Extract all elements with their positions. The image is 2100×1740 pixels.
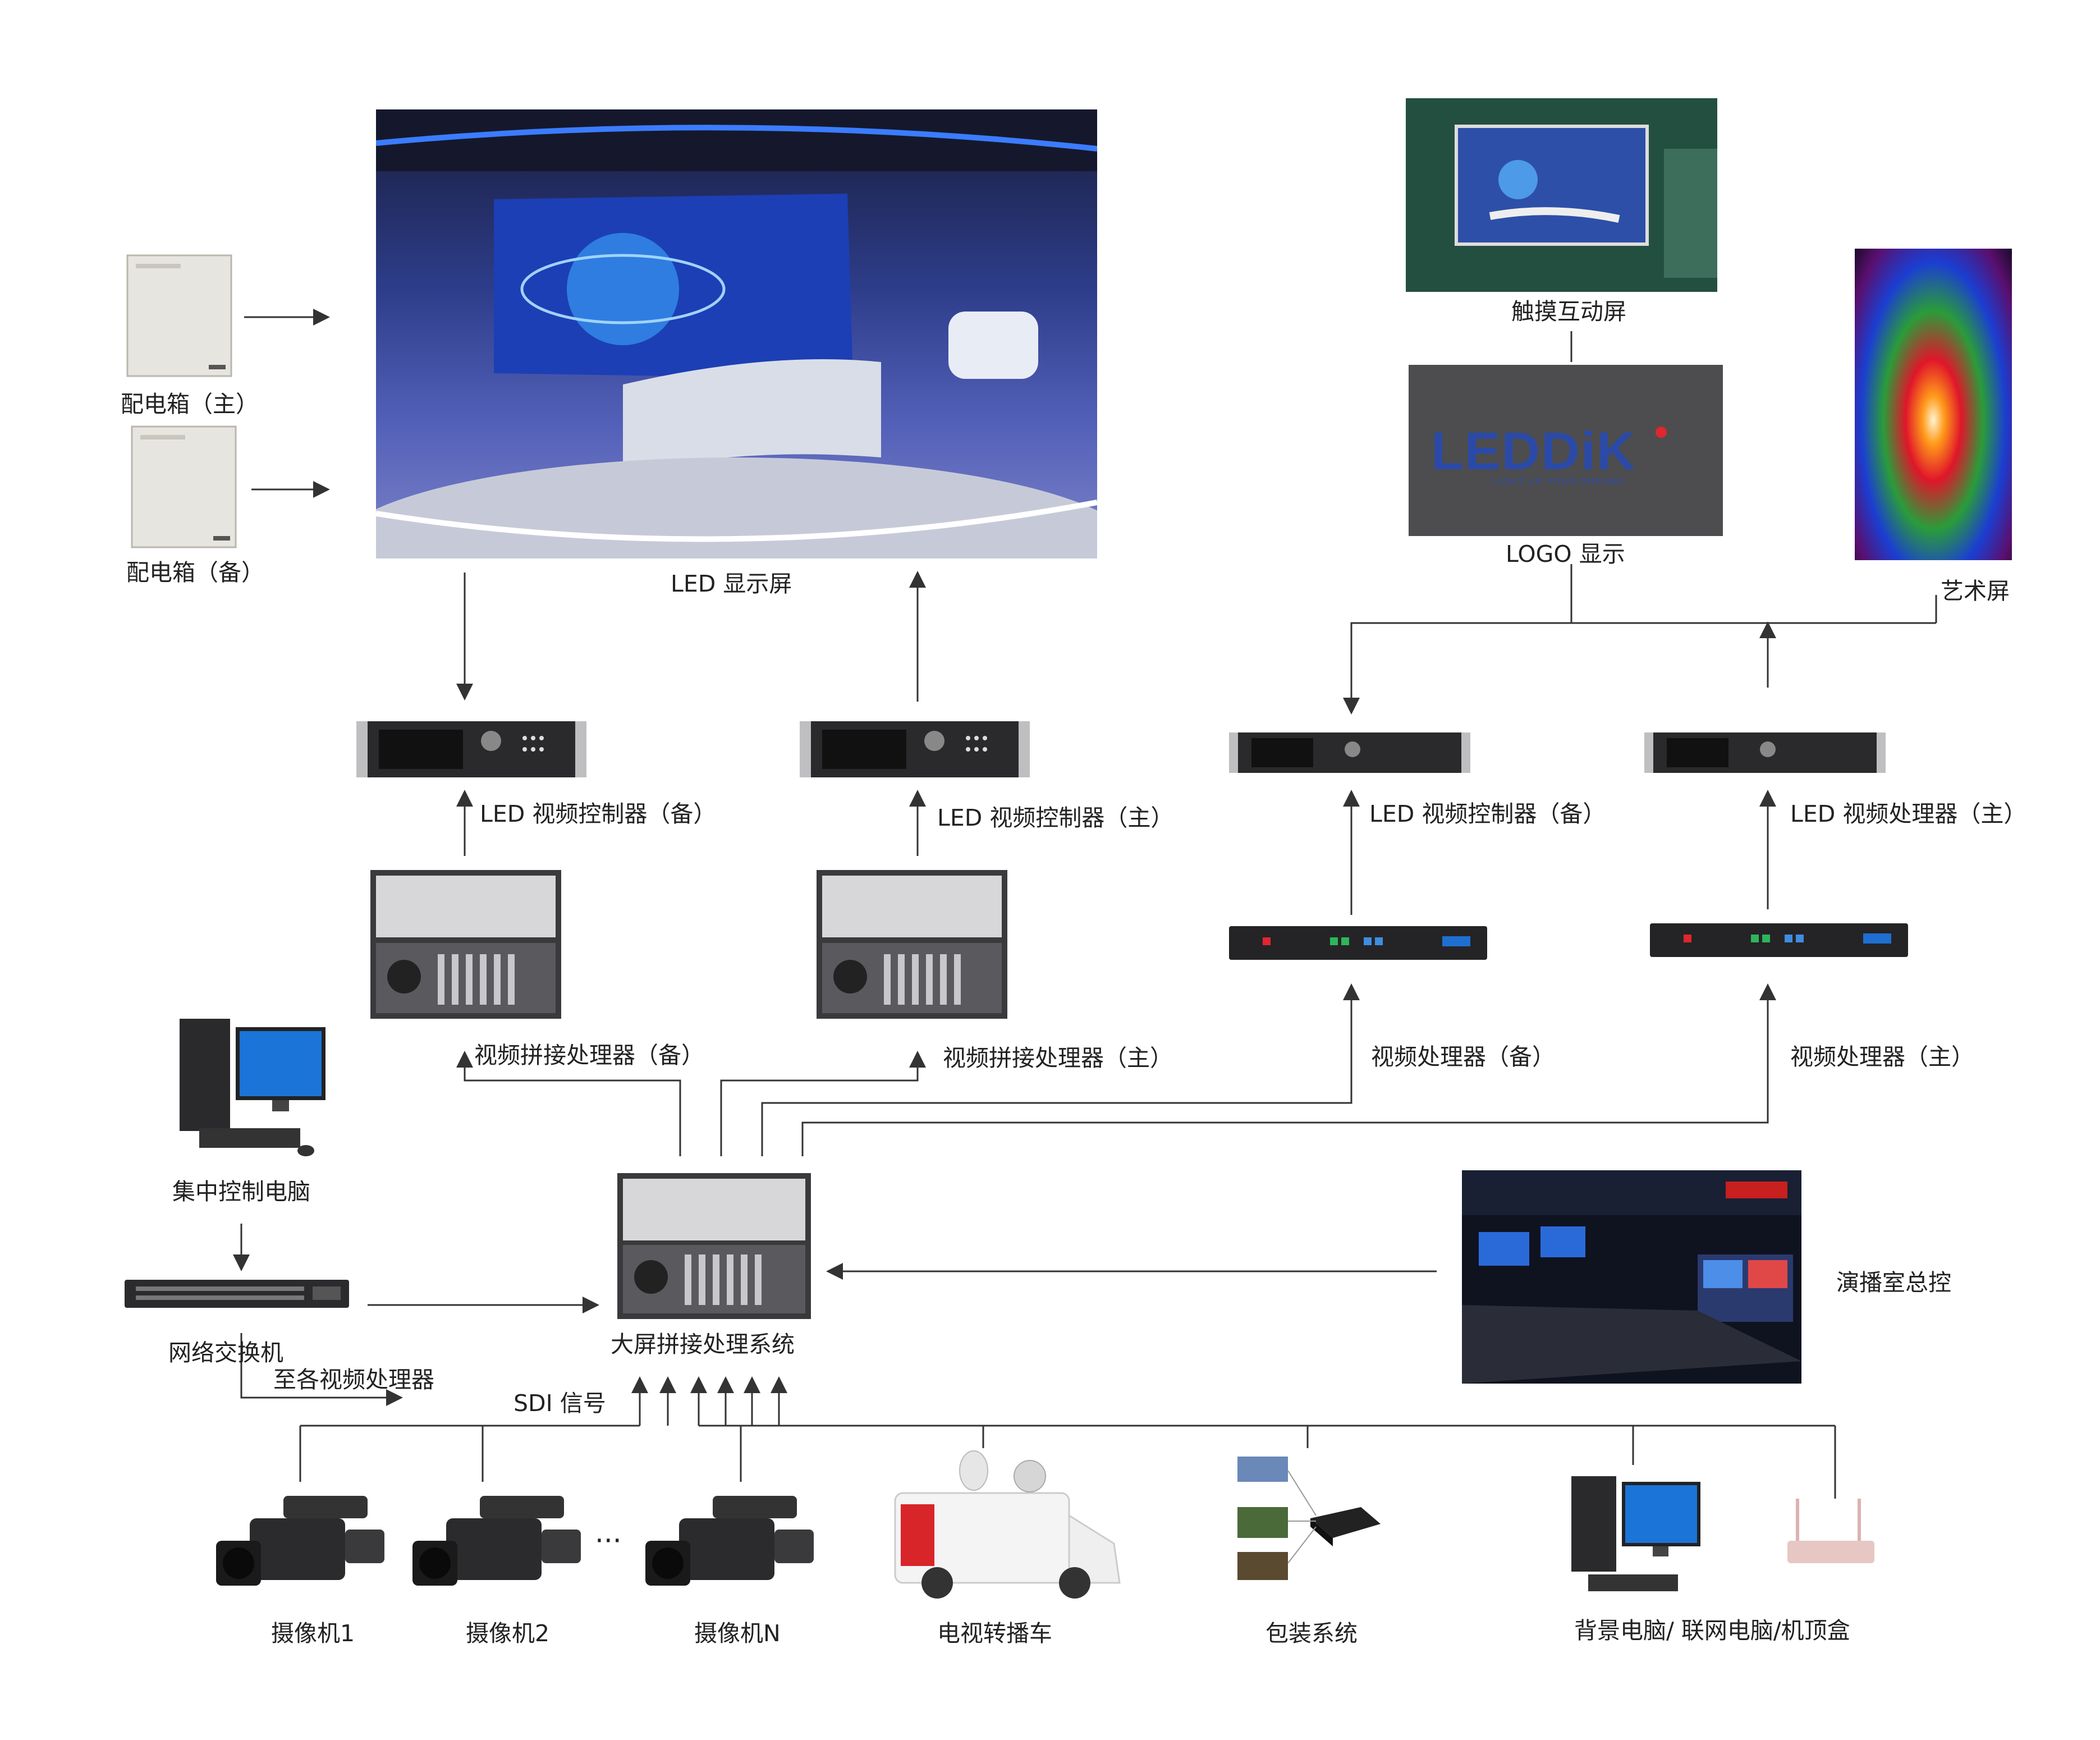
logo-display-label: LOGO 显示 (1506, 541, 1625, 567)
network-switch (125, 1274, 349, 1313)
led-studio-screen (376, 109, 1097, 558)
touch-interactive-screen (1406, 98, 1717, 292)
rack-unit-icon (617, 1173, 811, 1319)
video-processor-main-label: 视频处理器（主） (1790, 1043, 1974, 1070)
switch-icon (125, 1280, 349, 1308)
controller-icon (800, 721, 1030, 777)
desktop-computer-icon (180, 1019, 325, 1156)
led-controller-backup (356, 718, 586, 780)
video-processor-backup-label: 视频处理器（备） (1371, 1043, 1555, 1070)
camera-2 (412, 1485, 589, 1597)
power-box-icon (126, 254, 232, 377)
central-pc-label: 集中控制电脑 (172, 1178, 310, 1205)
logo-display: LEDDiK LIGHT UP YOUR DREAMS (1409, 365, 1723, 536)
led-processor-main-label: LED 视频处理器（主） (1790, 800, 2027, 827)
ob-van-label: 电视转播车 (937, 1620, 1052, 1647)
processor-icon (1229, 926, 1487, 960)
power-box-backup (129, 424, 241, 553)
power-box-icon (131, 425, 237, 548)
packaging-system-label: 包装系统 (1265, 1620, 1358, 1647)
central-control-pc (177, 1016, 328, 1167)
background-pc (1569, 1473, 1703, 1602)
controller-icon (356, 721, 586, 777)
wifi-router (1785, 1496, 1877, 1569)
touch-screen-label: 触摸互动屏 (1511, 298, 1626, 325)
network-switch-label: 网络交换机 (168, 1339, 283, 1366)
led-controller-backup-label: LED 视频控制器（备） (480, 800, 717, 827)
controller-icon (1229, 732, 1470, 773)
background-pc-label: 背景电脑/ 联网电脑/机顶盒 (1574, 1617, 1850, 1644)
camera-2-label: 摄像机2 (466, 1620, 550, 1647)
led-controller-main (800, 718, 1030, 780)
art-screen (1855, 249, 2012, 560)
led-controller-backup-right (1229, 730, 1470, 777)
camera-1 (216, 1485, 393, 1597)
led-screen-label: LED 显示屏 (671, 570, 792, 597)
video-camera-icon (412, 1496, 581, 1586)
router-icon (1787, 1499, 1874, 1563)
led-processor-main (1644, 730, 1886, 777)
processor-icon (1650, 923, 1908, 957)
led-controller-backup-right-label: LED 视频控制器（备） (1369, 800, 1606, 827)
studio-master-control (1462, 1170, 1801, 1384)
power-box-main-label: 配电箱（主） (121, 391, 259, 418)
splice-processor-main (817, 870, 1007, 1019)
video-processor-main (1650, 918, 1908, 963)
controller-icon (1644, 732, 1886, 773)
studio-scene (376, 109, 1097, 558)
led-controller-main-label: LED 视频控制器（主） (937, 804, 1174, 831)
rack-unit-icon (817, 870, 1007, 1019)
splice-processor-backup (370, 870, 561, 1019)
camera-1-label: 摄像机1 (271, 1620, 355, 1647)
studio-control-label: 演播室总控 (1836, 1269, 1951, 1296)
big-screen-system-label: 大屏拼接处理系统 (611, 1331, 795, 1358)
touch-screen-scene (1406, 98, 1717, 292)
rack-unit-icon (370, 870, 561, 1019)
logo-dot (1656, 427, 1667, 438)
ob-van (889, 1443, 1125, 1605)
video-camera-icon (645, 1496, 814, 1586)
video-processor-backup (1229, 921, 1487, 965)
packaging-system (1232, 1451, 1383, 1586)
camera-n-label: 摄像机N (694, 1620, 781, 1647)
desktop-computer-icon (1571, 1476, 1700, 1591)
splice-processor-backup-label: 视频拼接处理器（备） (474, 1042, 704, 1069)
splice-processor-main-label: 视频拼接处理器（主） (943, 1045, 1173, 1072)
packaging-icon (1237, 1457, 1381, 1580)
camera-n (645, 1485, 822, 1597)
control-room-scene (1462, 1170, 1801, 1384)
power-box-backup-label: 配电箱（备） (126, 559, 264, 586)
logo-text: LEDDiK (1431, 422, 1636, 481)
power-box-main (125, 253, 237, 382)
big-screen-splice-system (617, 1173, 811, 1319)
to-processors-label: 至各视频处理器 (273, 1366, 434, 1393)
camera-dots: ··· (595, 1524, 622, 1557)
broadcast-van-icon (894, 1450, 1121, 1599)
video-camera-icon (216, 1496, 384, 1586)
art-screen-label: 艺术屏 (1941, 578, 2010, 605)
sdi-signal-label: SDI 信号 (513, 1390, 606, 1417)
logo-tagline: LIGHT UP YOUR DREAMS (1493, 477, 1626, 487)
